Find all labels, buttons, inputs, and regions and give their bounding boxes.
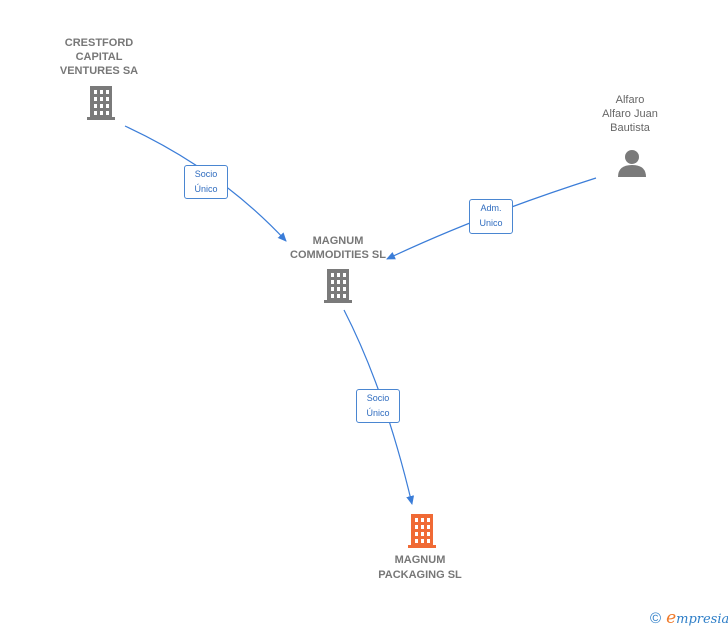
person-icon xyxy=(618,150,646,177)
copyright-icon: © xyxy=(650,609,662,627)
node-crestford-line-1: CRESTFORD xyxy=(64,37,134,49)
edge-label-line-2: Único xyxy=(194,184,218,194)
node-alfaro-label: Alfaro Alfaro Juan Bautista xyxy=(580,93,680,135)
building-icon xyxy=(87,86,115,120)
building-icon-highlighted xyxy=(408,514,436,548)
node-crestford-line-2: CAPITAL xyxy=(75,51,123,63)
empresia-logo[interactable]: © empresia xyxy=(650,608,728,628)
node-crestford-line-3: VENTURES SA xyxy=(59,65,139,77)
edge-label-socio-unico[interactable]: Socio Único xyxy=(356,389,400,423)
node-crestford-label: CRESTFORD CAPITAL VENTURES SA xyxy=(40,36,158,78)
brand-name-rest: mpresia xyxy=(676,612,728,627)
node-alfaro-line-1: Alfaro xyxy=(615,94,645,106)
edge-label-line-1: Socio xyxy=(366,393,390,403)
node-packaging-line-1: MAGNUM xyxy=(394,554,446,566)
brand-e-glyph: e xyxy=(666,608,677,628)
brand-name: empresia xyxy=(666,608,728,628)
edge-label-socio-unico[interactable]: Socio Único xyxy=(184,165,228,199)
edge-label-adm-unico[interactable]: Adm. Unico xyxy=(469,199,513,234)
edge-label-line-2: Único xyxy=(366,408,390,418)
node-commodities-label: MAGNUM COMMODITIES SL xyxy=(268,234,408,262)
building-icon xyxy=(324,269,352,303)
node-commodities-line-2: COMMODITIES SL xyxy=(290,249,386,261)
node-alfaro-line-2: Alfaro Juan xyxy=(602,108,658,120)
edge-label-line-2: Unico xyxy=(479,218,503,228)
node-alfaro-line-3: Bautista xyxy=(610,122,650,134)
node-packaging-line-2: PACKAGING SL xyxy=(378,569,462,581)
node-packaging-label: MAGNUM PACKAGING SL xyxy=(350,553,490,583)
node-commodities-line-1: MAGNUM xyxy=(312,235,364,247)
edge-label-line-1: Adm. xyxy=(480,203,502,213)
edge-label-line-1: Socio xyxy=(194,169,218,179)
